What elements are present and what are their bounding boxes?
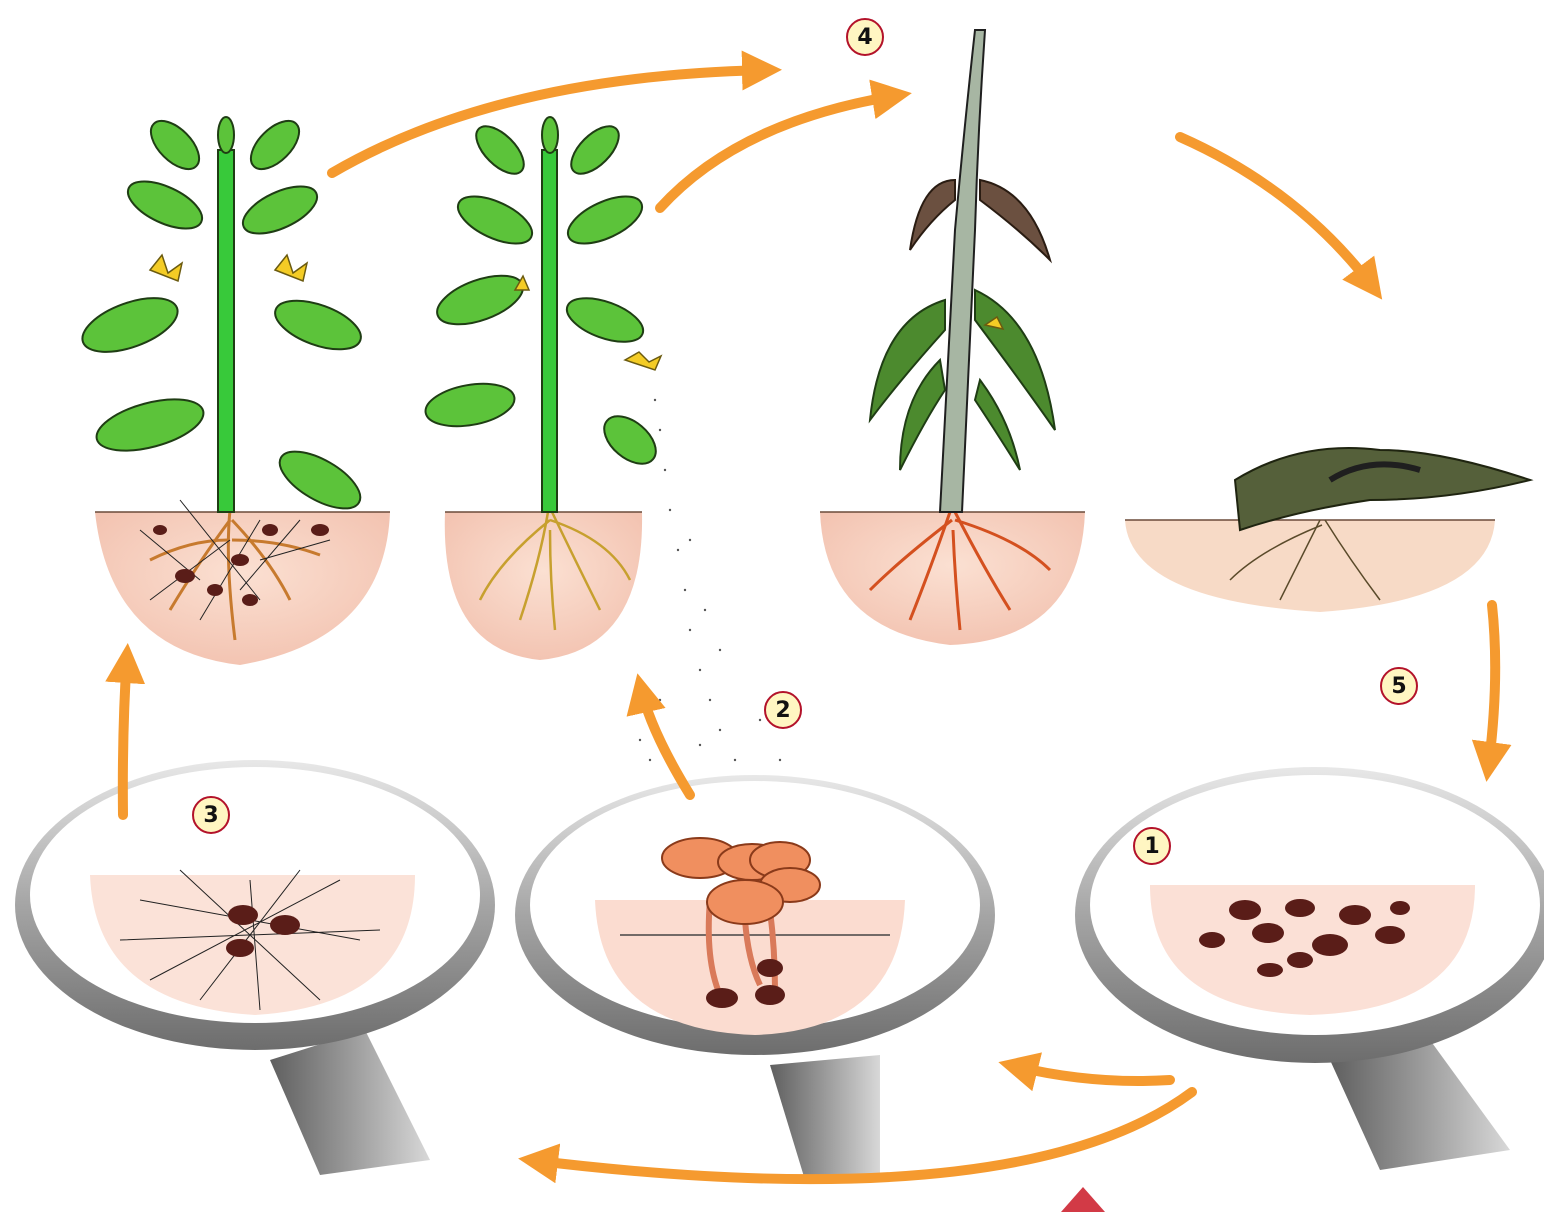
step-badge-3: 3 [192,796,230,834]
arrow-wilt-to-debris [1180,137,1375,290]
stem [940,30,985,512]
step-badge-4: 4 [846,18,884,56]
plant-receiving-ascospores [422,117,781,761]
collapsed-plant-debris [1125,448,1530,612]
lens-handle [270,1030,430,1175]
arrow-debris-to-sclerotia [1488,605,1495,770]
step-badge-1: 1 [1133,827,1171,865]
arrow-mycelium-to-plant [123,655,127,815]
red-marker-icon [1061,1187,1105,1212]
wilting-infected-plant [820,30,1085,645]
soil-patch [1125,520,1495,612]
step-badge-5: 5 [1380,667,1418,705]
step-badge-2: 2 [764,691,802,729]
soil-patch [95,512,390,665]
arrow-apothecia-to-plant [640,685,690,795]
magnifier-mycelium [15,760,495,1175]
ascospore-cloud [639,399,781,761]
dead-leaves [910,180,1050,260]
healthy-plant-with-sclerotia [75,112,390,665]
arrow-infected-to-wilt [660,95,900,208]
stem [218,150,234,512]
stem [542,150,557,512]
debris-leaves [1235,448,1530,530]
magnifier-apothecia [515,775,995,1180]
lens-handle [770,1055,880,1180]
arrow-sclerotia-to-apothecia [1010,1065,1170,1081]
